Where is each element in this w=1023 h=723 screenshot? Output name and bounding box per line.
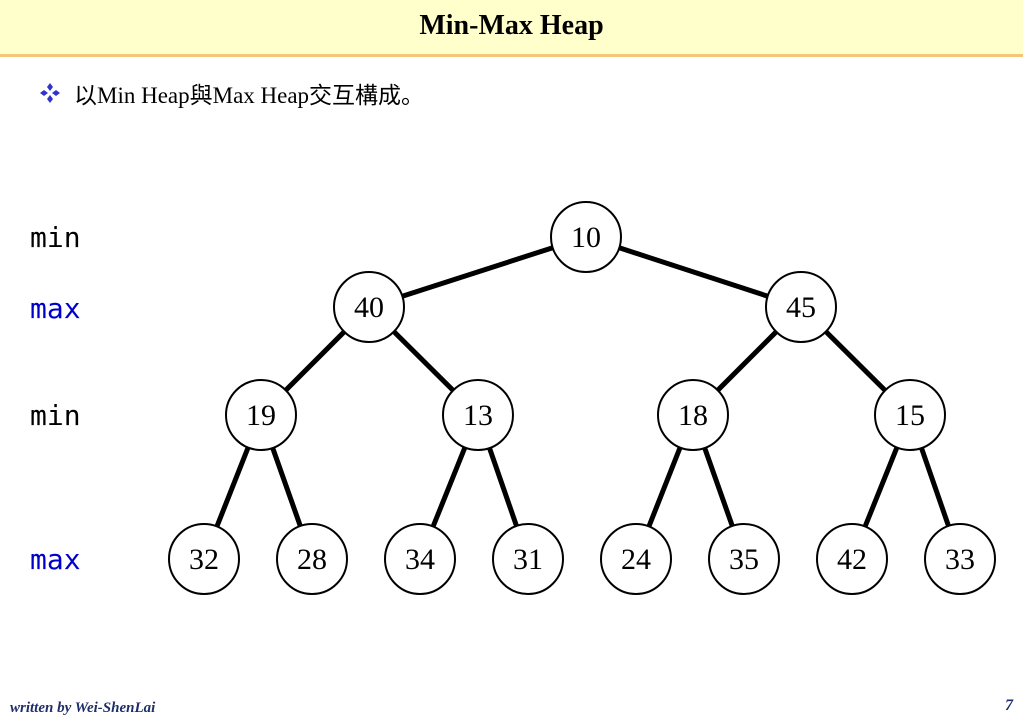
heap-node: 24	[600, 523, 672, 595]
heap-node-circle	[442, 379, 514, 451]
heap-node: 35	[708, 523, 780, 595]
level-label-max-1: max	[30, 292, 81, 325]
heap-node-value: 32	[189, 543, 219, 576]
bullet-text: 以Min Heap與Max Heap交互構成。	[74, 83, 425, 108]
tree-edge-13-34	[430, 446, 468, 528]
heap-node-value: 10	[571, 221, 601, 254]
heap-node-circle	[816, 523, 888, 595]
heap-node: 34	[384, 523, 456, 595]
footer-author: written by Wei-ShenLai	[10, 700, 156, 716]
heap-node: 19	[225, 379, 297, 451]
tree-edge-10-45	[618, 245, 769, 299]
heap-node: 18	[657, 379, 729, 451]
heap-node-value: 19	[246, 399, 276, 432]
diamond-bullet-icon	[40, 83, 60, 103]
tree-edge-18-35	[702, 447, 735, 527]
heap-node-circle	[276, 523, 348, 595]
heap-node-value: 40	[354, 291, 384, 324]
level-label-min-2: min	[30, 399, 81, 432]
heap-node-circle	[765, 271, 837, 343]
heap-node: 32	[168, 523, 240, 595]
heap-node-value: 33	[945, 543, 975, 576]
heap-node-value: 45	[786, 291, 816, 324]
heap-node-circle	[550, 201, 622, 273]
tree-edge-45-18	[715, 329, 779, 393]
heap-node-circle	[708, 523, 780, 595]
heap-node-value: 28	[297, 543, 327, 576]
heap-node-circle	[384, 523, 456, 595]
heap-node-circle	[168, 523, 240, 595]
heap-node-circle	[333, 271, 405, 343]
tree-edge-40-19	[283, 329, 347, 393]
tree-edge-13-31	[487, 447, 519, 527]
tree-edge-45-15	[824, 329, 887, 393]
page-number: 7	[1005, 697, 1013, 714]
tree-edge-15-42	[862, 446, 900, 528]
heap-node-circle	[225, 379, 297, 451]
heap-node-value: 42	[837, 543, 867, 576]
tree-edge-19-32	[214, 446, 251, 528]
heap-node: 42	[816, 523, 888, 595]
slide-header: Min-Max Heap	[0, 0, 1023, 57]
heap-node-circle	[874, 379, 946, 451]
tree-edge-15-33	[919, 447, 951, 527]
heap-node-circle	[657, 379, 729, 451]
tree-edge-18-24	[646, 446, 683, 528]
heap-node-value: 24	[621, 543, 651, 576]
heap-node-value: 13	[463, 399, 493, 432]
heap-node: 13	[442, 379, 514, 451]
heap-node: 33	[924, 523, 996, 595]
heap-node-value: 35	[729, 543, 759, 576]
heap-node-circle	[492, 523, 564, 595]
level-label-max-3: max	[30, 543, 81, 576]
slide-title: Min-Max Heap	[419, 10, 604, 41]
heap-node: 28	[276, 523, 348, 595]
heap-node-circle	[600, 523, 672, 595]
heap-node-value: 31	[513, 543, 543, 576]
heap-node: 10	[550, 201, 622, 273]
heap-node: 15	[874, 379, 946, 451]
bullet-point: 以Min Heap與Max Heap交互構成。	[38, 78, 424, 108]
heap-node-value: 34	[405, 543, 435, 576]
tree-edge-19-28	[270, 447, 303, 527]
tree-edge-40-13	[392, 329, 455, 393]
heap-node: 40	[333, 271, 405, 343]
heap-node-value: 15	[895, 399, 925, 432]
heap-node: 45	[765, 271, 837, 343]
heap-node-circle	[924, 523, 996, 595]
level-label-min-0: min	[30, 221, 81, 254]
heap-node: 31	[492, 523, 564, 595]
heap-node-value: 18	[678, 399, 708, 432]
tree-edge-10-40	[401, 245, 554, 299]
